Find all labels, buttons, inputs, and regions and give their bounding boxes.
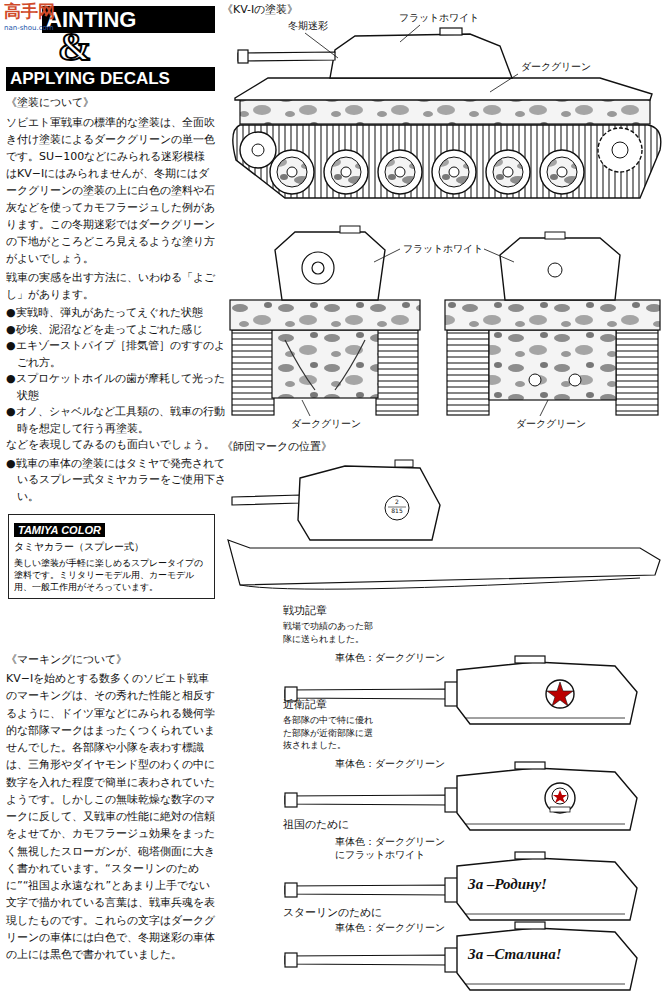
color-callout: 冬期迷彩	[287, 20, 329, 32]
color-callout: ダークグリーン	[290, 418, 362, 430]
color-callout: フラットホワイト	[398, 12, 480, 24]
bullet-text: ●スプロケットホイルの歯が摩耗して光った状態	[6, 371, 227, 404]
bullet-text: ●オノ、シャベルなど工具類の、戦車の行動時を想定して行う再塗装。	[6, 404, 227, 437]
box-heading: APPLYING DECALS	[10, 69, 170, 89]
color-callout: ダークグリーン	[520, 61, 592, 73]
marking-title: 近衛記章	[283, 698, 327, 711]
box-text: 美しい塗装が手軽に楽しめるスプレータイプの塗料です。ミリタリーモデル用、カーモデ…	[14, 557, 209, 593]
marking-title: 祖国のために	[283, 818, 349, 831]
color-callout: ダークグリーン	[515, 418, 587, 430]
marking-note: 各部隊の中で特に優れた部隊が近衛部隊に選抜されました。	[283, 714, 375, 752]
bullet-text: ●エキゾーストパイプ［排気管］のすすのよごれ方。	[6, 338, 227, 371]
heading-ampersand: &	[58, 27, 91, 67]
instruction-text: 戦車の実感を出す方法に、いわゆる「よごし」があります。	[6, 269, 216, 303]
instruction-text: などを表現してみるのも面白いでしょう。	[6, 437, 216, 454]
bullet-text: ●戦車の車体の塗装にはタミヤで発売されているスプレー式タミヤカラーをご使用下さい…	[6, 456, 227, 506]
marking-title: 戦功記章	[283, 604, 327, 617]
section-heading: 《KV-Iの塗装》	[222, 3, 298, 16]
bullet-text: ●実戦時、弾丸があたってえぐれた状態	[6, 305, 227, 322]
color-callout: フラットホワイト	[402, 243, 484, 255]
decal-number: 2	[387, 499, 407, 505]
instruction-text: ソビエト軍戦車の標準的な塗装は、全面吹き付け塗装によるダークグリーンの単一色です…	[6, 114, 216, 267]
section-heading: 《マーキングについて》	[6, 652, 216, 669]
watermark: 高手网	[4, 1, 55, 21]
marking-note: 戦場で功績のあった部隊に送られました。	[283, 620, 377, 645]
product-box: TAMIYA COLOR タミヤカラー（スプレー式） 美しい塗装が手軽に楽しめるスプ…	[8, 514, 215, 599]
decal-number: 815	[387, 508, 407, 514]
header-band: APPLYING DECALS	[6, 67, 215, 91]
box-heading: TAMIYA COLOR	[14, 523, 105, 537]
marking-title: スターリンのために	[283, 906, 382, 919]
slogan-decal: За –Сталина!	[468, 946, 561, 963]
watermark: nan-shou.com	[4, 24, 54, 32]
body-color-note: 車体色：ダークグリーン	[335, 758, 445, 770]
bullet-text: ●砂埃、泥沼などを走ってよごれた感じ	[6, 322, 227, 339]
box-text: タミヤカラー（スプレー式）	[14, 540, 149, 554]
instruction-text: KV−Iを始めとする数多くのソビエト戦車のマーキングは、その秀れた性能と相反する…	[6, 670, 216, 964]
body-color-note: 車体色：ダークグリーン	[335, 922, 445, 934]
slogan-decal: За –Родину!	[468, 876, 547, 893]
body-color-note: 車体色：ダークグリーン にフラットホワイト	[335, 835, 448, 861]
section-heading: 《塗装について》	[6, 95, 216, 112]
section-heading: 《師団マークの位置》	[222, 440, 332, 453]
body-color-note: 車体色：ダークグリーン	[335, 652, 445, 664]
